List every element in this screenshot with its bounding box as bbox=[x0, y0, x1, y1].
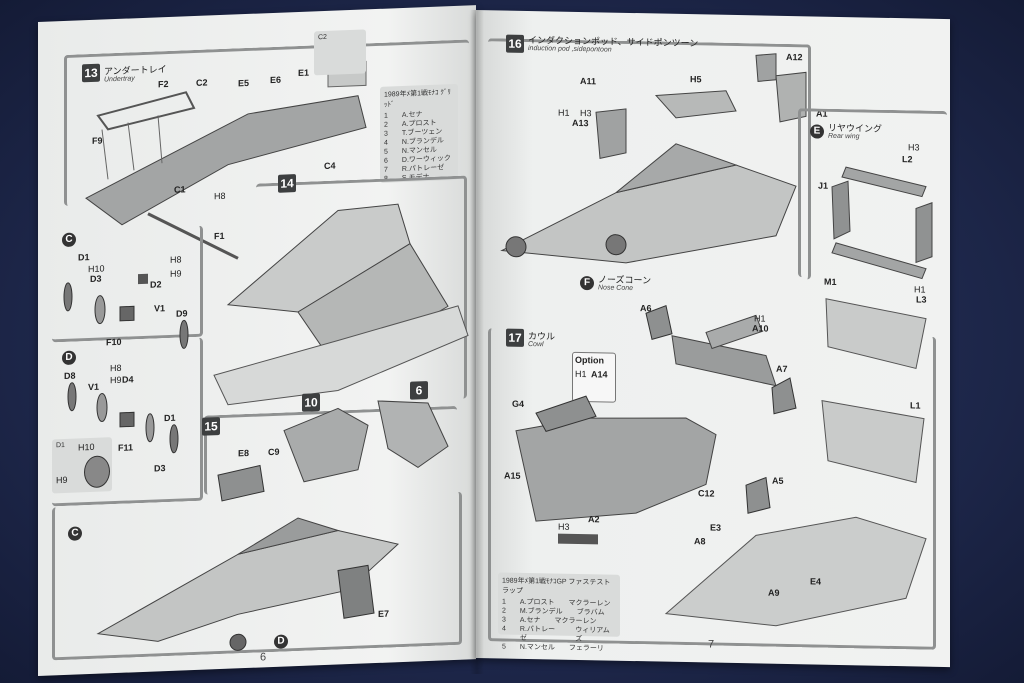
table-cell: N.マンセル bbox=[519, 643, 555, 652]
label-a8: A8 bbox=[694, 536, 706, 547]
cowl-drawing bbox=[515, 395, 927, 627]
rear-wing-drawing bbox=[821, 166, 933, 484]
table-cell: A.セナ bbox=[519, 616, 541, 625]
table-cell: 1 bbox=[502, 598, 506, 606]
table-cell: 3 bbox=[502, 616, 506, 624]
book-spine-shadow bbox=[470, 10, 484, 674]
page-number-left: 6 bbox=[260, 651, 267, 664]
label-a2: A2 bbox=[588, 514, 600, 525]
label-g4: G4 bbox=[512, 398, 525, 409]
label-e3: E3 bbox=[710, 522, 722, 533]
engine-gearbox-drawing bbox=[217, 400, 449, 502]
table-cell: マクラーレン bbox=[568, 599, 611, 608]
front-suspension-c-drawing bbox=[63, 273, 189, 349]
sidepod-assembly-drawing bbox=[500, 53, 807, 264]
monocoque-drawing bbox=[147, 203, 469, 406]
table-cell: 4 bbox=[502, 625, 506, 633]
rear-suspension-d-drawing bbox=[67, 382, 179, 454]
table-cell: 2 bbox=[502, 607, 506, 615]
label-a5: A5 bbox=[772, 475, 784, 486]
chassis-assembly-drawing bbox=[96, 517, 400, 651]
fastest-lap-title: 1989年ﾒ第1戦ﾓﾅｺGP ファステストラップ bbox=[502, 577, 611, 595]
page-number-right: 7 bbox=[708, 638, 715, 651]
label-h3: H3 bbox=[558, 521, 570, 532]
label-a9: A9 bbox=[768, 587, 780, 598]
table-cell: フェラーリ bbox=[568, 644, 604, 653]
table-cell: ウィリアムズ bbox=[575, 626, 610, 644]
nose-cone-drawing bbox=[645, 304, 797, 415]
table-cell: R.パトレーゼ bbox=[519, 625, 556, 642]
table-row: 4 R.パトレーゼ ウィリアムズ bbox=[502, 624, 616, 644]
table-cell: 5 bbox=[502, 643, 506, 651]
instruction-page-left: 13 アンダートレイ Undertray F2 F9 C2 E5 E6 E1 C… bbox=[38, 5, 476, 676]
instruction-page-right: 16 インダクションポッド、サイドポンツーン induction pod ,si… bbox=[476, 10, 950, 668]
label-a15: A15 bbox=[504, 470, 521, 481]
label-c12: C12 bbox=[698, 488, 715, 499]
label-e4: E4 bbox=[810, 576, 822, 587]
label-e7: E7 bbox=[378, 608, 390, 619]
